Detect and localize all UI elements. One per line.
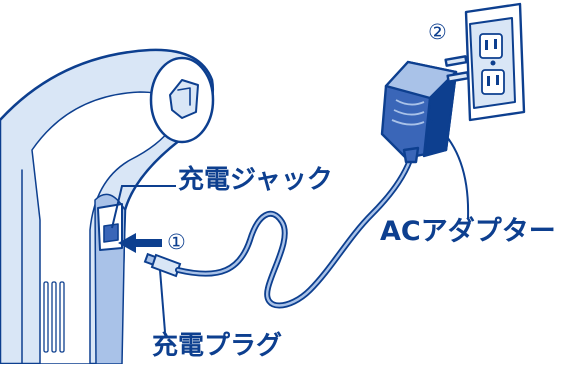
ac-adapter-label: ACアダプター [380, 216, 556, 247]
charging-plug-label: 充電プラグ [152, 331, 283, 361]
power-cable-highlight [176, 158, 412, 307]
arrow-left-icon [118, 233, 162, 253]
jack-leader-line [111, 185, 176, 229]
step-2-marker: ② [428, 20, 447, 44]
ac-adapter [380, 55, 470, 164]
wall-outlet [464, 2, 526, 122]
plug-leader-line [159, 269, 166, 333]
charging-jack-label: 充電ジャック [178, 165, 333, 195]
step-1-marker: ① [167, 230, 186, 254]
adapter-leader-line [429, 119, 470, 219]
charging-plug [143, 252, 182, 278]
cleaner-body [0, 48, 215, 366]
